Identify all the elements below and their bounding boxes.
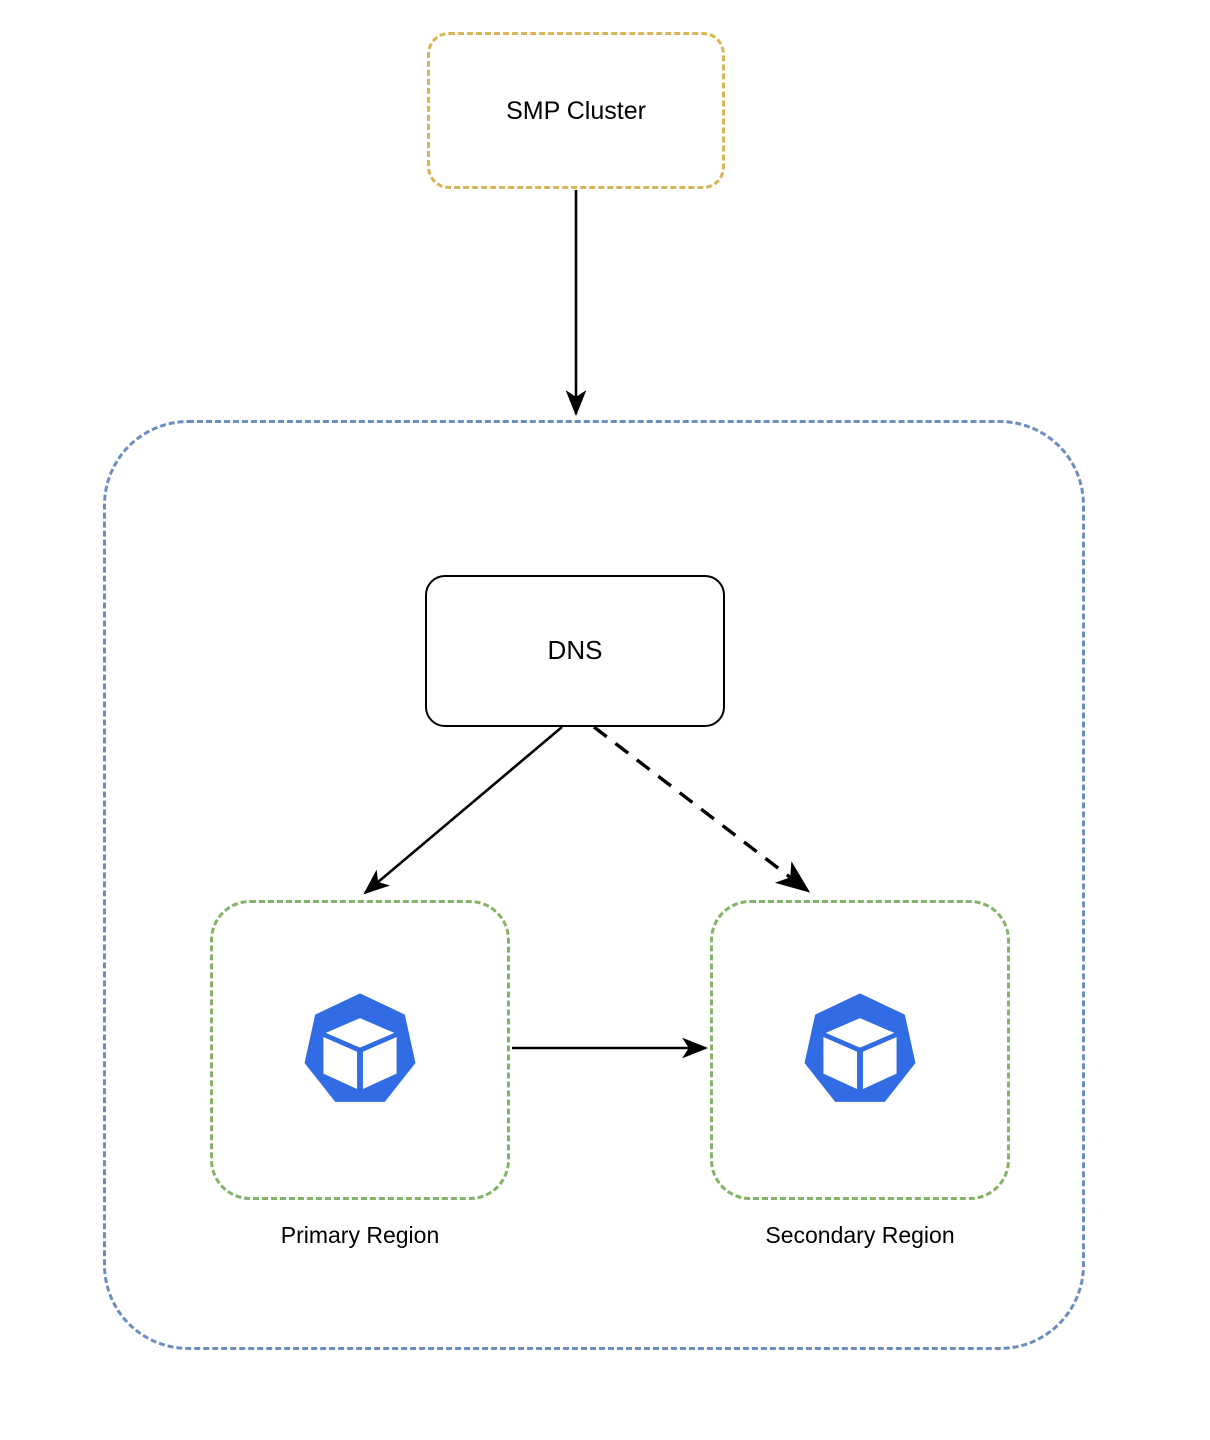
- kubernetes-icon: [304, 993, 416, 1102]
- secondary-region-label: Secondary Region: [765, 1222, 955, 1248]
- smp-cluster-label: SMP Cluster: [506, 96, 646, 125]
- primary-region-label: Primary Region: [280, 1222, 440, 1248]
- primary-region-node[interactable]: [210, 900, 510, 1200]
- dns-node[interactable]: DNS: [425, 575, 725, 727]
- smp-cluster-node[interactable]: SMP Cluster: [427, 32, 725, 189]
- kubernetes-icon: [804, 993, 916, 1102]
- dns-label: DNS: [547, 635, 603, 666]
- multi-region-container[interactable]: [103, 420, 1085, 1350]
- secondary-region-node[interactable]: [710, 900, 1010, 1200]
